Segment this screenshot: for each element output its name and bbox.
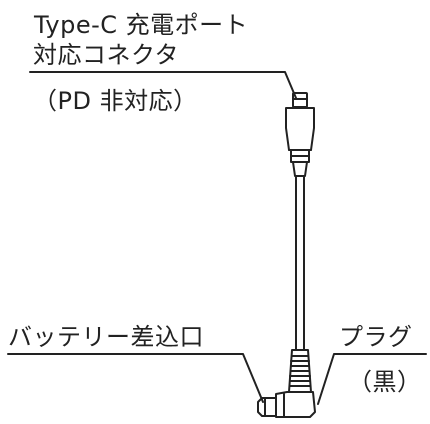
- leader-line-plug: [317, 353, 427, 405]
- type-c-connector-label: 対応コネクタ: [33, 41, 180, 69]
- plug-label: プラグ: [339, 323, 413, 351]
- leader-line-battery-inlet: [7, 353, 264, 403]
- right-angle-plug: [257, 391, 316, 418]
- cable: [295, 175, 305, 351]
- battery-inlet-label: バッテリー差込口: [8, 323, 204, 351]
- type-c-connector: [285, 92, 315, 177]
- plug-color-label: （黒）: [348, 368, 422, 396]
- leader-line-type-c: [29, 71, 297, 99]
- type-c-port-label: Type-C 充電ポート: [34, 11, 249, 39]
- plug-strain-relief: [288, 349, 312, 393]
- pd-unsupported-note: （PD 非対応）: [33, 87, 198, 115]
